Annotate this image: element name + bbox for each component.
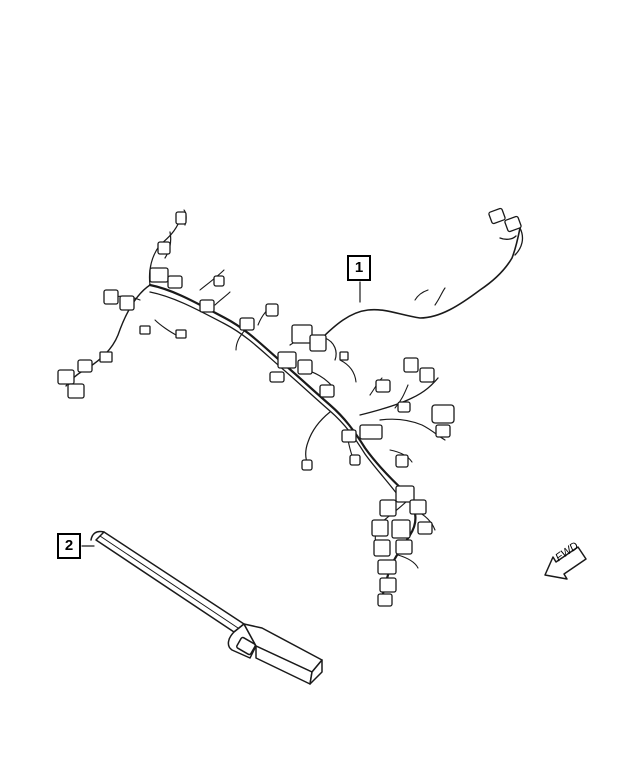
callout-1-label[interactable]: 1: [347, 255, 371, 281]
callout-2-label[interactable]: 2: [57, 533, 81, 559]
forward-direction-arrow-icon: [544, 546, 587, 580]
wire-sleeve[interactable]: [90, 530, 323, 685]
harness-trunk: [148, 283, 417, 607]
harness-connectors: [57, 207, 524, 607]
